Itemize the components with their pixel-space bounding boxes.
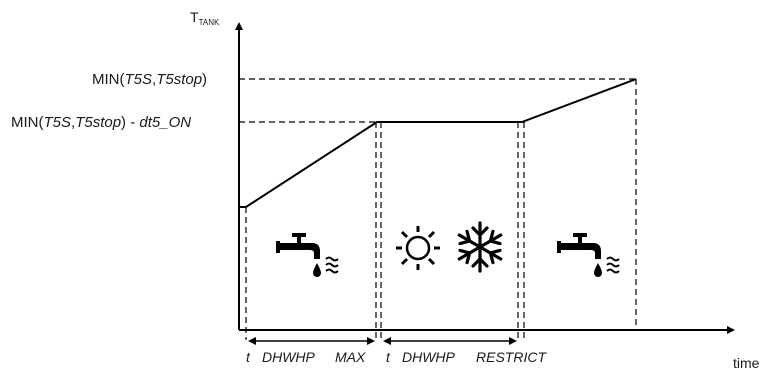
interval-max-arrowhead-left [248, 337, 256, 345]
upper-level-label: MIN(T5S,T5stop) [92, 71, 207, 88]
interval-restrict-arrowhead-right [509, 337, 517, 345]
sun-icon [396, 226, 440, 270]
y-axis-label: TTANK [190, 9, 220, 27]
y-axis-label-subscript: TANK [199, 18, 220, 27]
hot-water-tap-icon [275, 232, 339, 278]
y-axis-label-main: T [190, 9, 199, 25]
snowflake-icon [457, 221, 503, 273]
x-axis-label: time [733, 355, 760, 371]
lower-level-label: MIN(T5S,T5stop) - dt5_ON [11, 114, 191, 131]
interval-max-arrowhead-right [367, 337, 375, 345]
tank-temperature-curve [239, 78, 637, 208]
interval-restrict-arrowhead-left [383, 337, 391, 345]
hot-water-tap-icon [556, 232, 620, 278]
